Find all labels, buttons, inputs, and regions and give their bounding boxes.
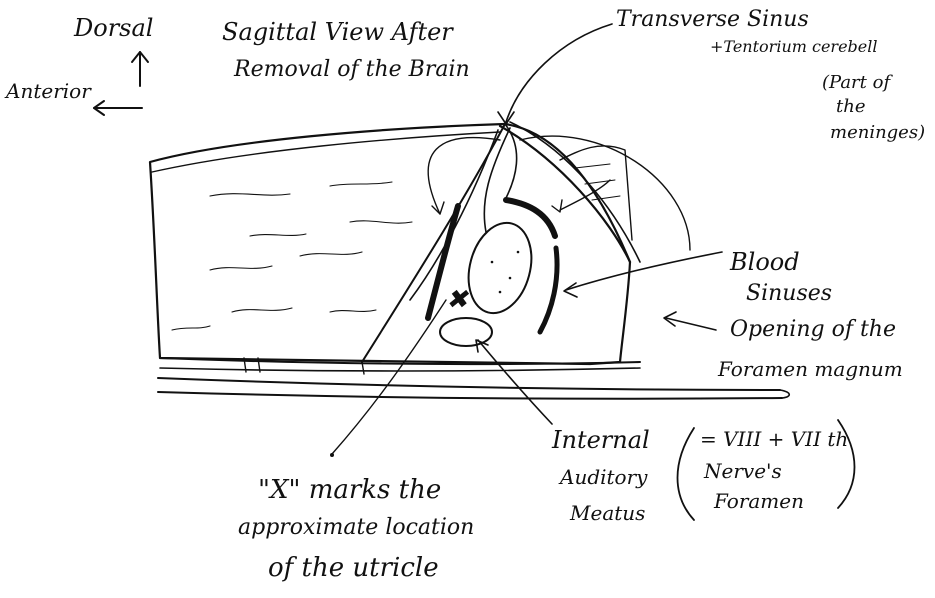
title-line-2: Removal of the Brain <box>233 57 470 82</box>
internal-auditory-meatus-shape <box>440 318 492 346</box>
tentorium-folds <box>362 122 640 362</box>
foramen-magnum-label-1: Opening of the <box>730 317 896 342</box>
dorsal-arrow <box>132 52 148 86</box>
utricle-label-2: approximate location <box>238 515 474 540</box>
oval-dots <box>491 251 520 294</box>
nerve-foramen-label-1: = VIII + VII th <box>700 427 848 451</box>
blood-sinuses-label-1: Blood <box>729 248 800 276</box>
iam-label-3: Meatus <box>569 501 645 525</box>
utricle-x-mark: ✖ <box>446 285 470 315</box>
nerve-open-paren <box>678 428 695 520</box>
iam-label-1: Internal <box>551 426 650 454</box>
nerve-foramen-label-2: Nerve's <box>703 459 782 483</box>
meninges-label-2: the <box>836 96 865 117</box>
tentorium-label: +Tentorium cerebell <box>710 37 878 56</box>
utricle-label-3: of the utricle <box>268 553 439 583</box>
orientation-anterior-label: Anterior <box>4 79 92 103</box>
iam-label-2: Auditory <box>558 465 648 489</box>
pointer-lines <box>330 24 722 457</box>
utricle-label-1: "X" marks the <box>258 475 441 505</box>
skull-outline <box>150 124 789 399</box>
orientation-dorsal-label: Dorsal <box>73 14 153 42</box>
transverse-sinus-label: Transverse Sinus <box>616 7 809 32</box>
meninges-label-3: meninges) <box>830 122 925 143</box>
blood-sinuses-label-2: Sinuses <box>746 281 832 306</box>
anterior-arrow <box>94 101 142 115</box>
petrous-oval <box>459 216 541 320</box>
meninges-label-1: (Part of <box>822 72 893 93</box>
nerve-foramen-label-3: Foramen <box>713 489 804 513</box>
foramen-magnum-label-2: Foramen magnum <box>717 357 903 381</box>
title-line-1: Sagittal View After <box>222 18 454 46</box>
texture-lines <box>172 182 412 330</box>
